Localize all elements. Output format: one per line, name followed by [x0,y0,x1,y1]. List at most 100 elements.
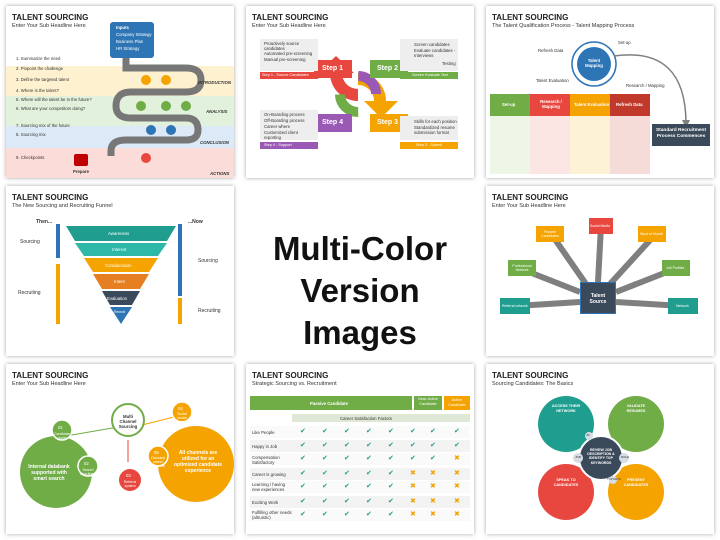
slide-7[interactable]: TALENT SOURCING Strategic Sourcing vs. R… [246,364,474,534]
slide-title: TALENT SOURCING [12,371,89,380]
check-icon: ✔ [366,483,372,490]
slide-6[interactable]: TALENT SOURCING Enter Your Sub Headline … [6,364,234,534]
step-label: Step 1 [322,65,344,72]
col-header [570,94,610,116]
slide-subtitle: The New Sourcing and Recruiting Funnel [12,203,113,209]
quad-label: VALIDATE RESUMES [626,404,646,413]
node-label: Network [676,304,689,308]
check-icon: ✔ [388,442,394,449]
node [662,260,690,276]
bullet: Skills for each position [414,119,457,124]
check-icon: ✔ [322,498,328,505]
bullet: Testing [442,61,456,66]
step3-banner [370,114,408,132]
check-icon: ✔ [322,511,328,518]
grid-row-bg [250,509,470,521]
result-label: Standard Recruitment Process Commences [655,128,707,139]
bullet: Off-Boarding process [264,118,305,123]
check-icon: ✔ [344,428,350,435]
card-1 [260,39,318,71]
check-icon: ✔ [430,428,436,435]
header-passive [250,396,412,410]
funnel-label: Awareness [108,231,130,236]
small-label: JOB [575,455,581,459]
row-label: Fulfilling other needs (altruistic) [252,510,292,521]
quad-label: SPEAK TO CANDIDATES [553,478,579,487]
check-icon: ✔ [388,428,394,435]
cross-icon: ✖ [454,483,460,490]
slide-4[interactable]: TALENT SOURCING The New Sourcing and Rec… [6,186,234,356]
circle-num: 04 [178,406,183,411]
col-label: Talent Evaluation [574,102,610,107]
slide-subtitle: Sourcing Candidates: The Basics [492,381,574,387]
funnel-label: Recruit [114,310,126,314]
small-label: ROLE [621,455,630,459]
bullet: Career where [264,124,291,129]
funnel [66,226,176,324]
node-label: Job Profiles [666,266,685,270]
circle-label: Multi Channel Sourcing [118,414,138,430]
cross-icon: ✖ [410,483,416,490]
node [536,226,564,242]
slide-1[interactable]: TALENT SOURCING Enter Your Sub Headline … [6,6,234,178]
check-icon: ✔ [300,498,306,505]
bullet: Automated pre-screening [264,51,313,56]
cross-icon: ✖ [454,498,460,505]
cross-icon: ✖ [430,470,436,477]
node-label: Referral network [502,304,528,308]
cycle-label: Refresh Data [538,48,564,53]
slide-8[interactable]: TALENT SOURCING Sourcing Candidates: The… [486,364,714,534]
cycle-label: Talent Evaluation [536,78,569,83]
circle-label: Candidate portal [54,432,70,441]
bar-4 [260,142,318,149]
check-icon: ✔ [388,455,394,462]
grid-row-bg [250,496,470,508]
circle-num: 03 [126,473,131,478]
bullet: Screen candidates [414,42,450,47]
side-label: Sourcing [20,239,40,245]
check-icon: ✔ [344,483,350,490]
slide-5[interactable]: TALENT SOURCING Enter Your Sub Headline … [486,186,714,356]
check-icon: ✔ [366,511,372,518]
col-header [530,94,570,116]
step1-banner [314,60,352,78]
col-label: Set-up [502,102,516,107]
band-label: ACTIONS [210,171,230,176]
step-ring [318,56,398,118]
step-label: 8. Sourcing mix [16,132,46,137]
slide-3[interactable]: TALENT SOURCING The Talent Qualification… [486,6,714,178]
check-icon: ✔ [454,442,460,449]
step-label: Step 3 [377,119,399,126]
center-line: Version Images [300,272,420,351]
hub-label: Talent Source [589,293,607,305]
band-label: ANALYSIS [206,109,228,114]
funnel-label: Evaluation [107,296,128,301]
slide-2[interactable]: TALENT SOURCING Enter Your Sub Headline … [246,6,474,178]
check-icon: ✔ [388,470,394,477]
bullet: On-Boarding process [264,112,305,117]
header-label: Passive Candidate [310,401,348,406]
circle-label: Classical career networks [150,456,165,469]
circle-num: 05 [154,450,159,455]
bullet: Customized client reporting [264,130,298,141]
step-label: 5. Where will the talent be in the futur… [16,97,92,102]
check-icon: ✔ [410,442,416,449]
slide-subtitle: Enter Your Sub Headline Here [12,381,86,387]
cycle-label: Research / Mapping [626,83,665,88]
cross-icon: ✖ [410,511,416,518]
check-icon: ✔ [410,428,416,435]
node [500,298,530,314]
node-label: Social Media [590,224,611,228]
step-label: Step 4 [322,119,344,126]
header-label: Active Candidate [448,398,466,407]
check-icon: ✔ [430,455,436,462]
factor-bar [292,414,470,422]
then-label: Then... [36,219,53,225]
header-active [444,396,470,410]
band-label: INTRODUCTION [198,80,231,85]
check-icon: ✔ [388,483,394,490]
input-card-title: Inputs [116,25,129,30]
node-label: Professional Network [512,264,532,273]
slide-title: TALENT SOURCING [492,13,569,22]
input-card-line: Business Plan [116,39,144,44]
